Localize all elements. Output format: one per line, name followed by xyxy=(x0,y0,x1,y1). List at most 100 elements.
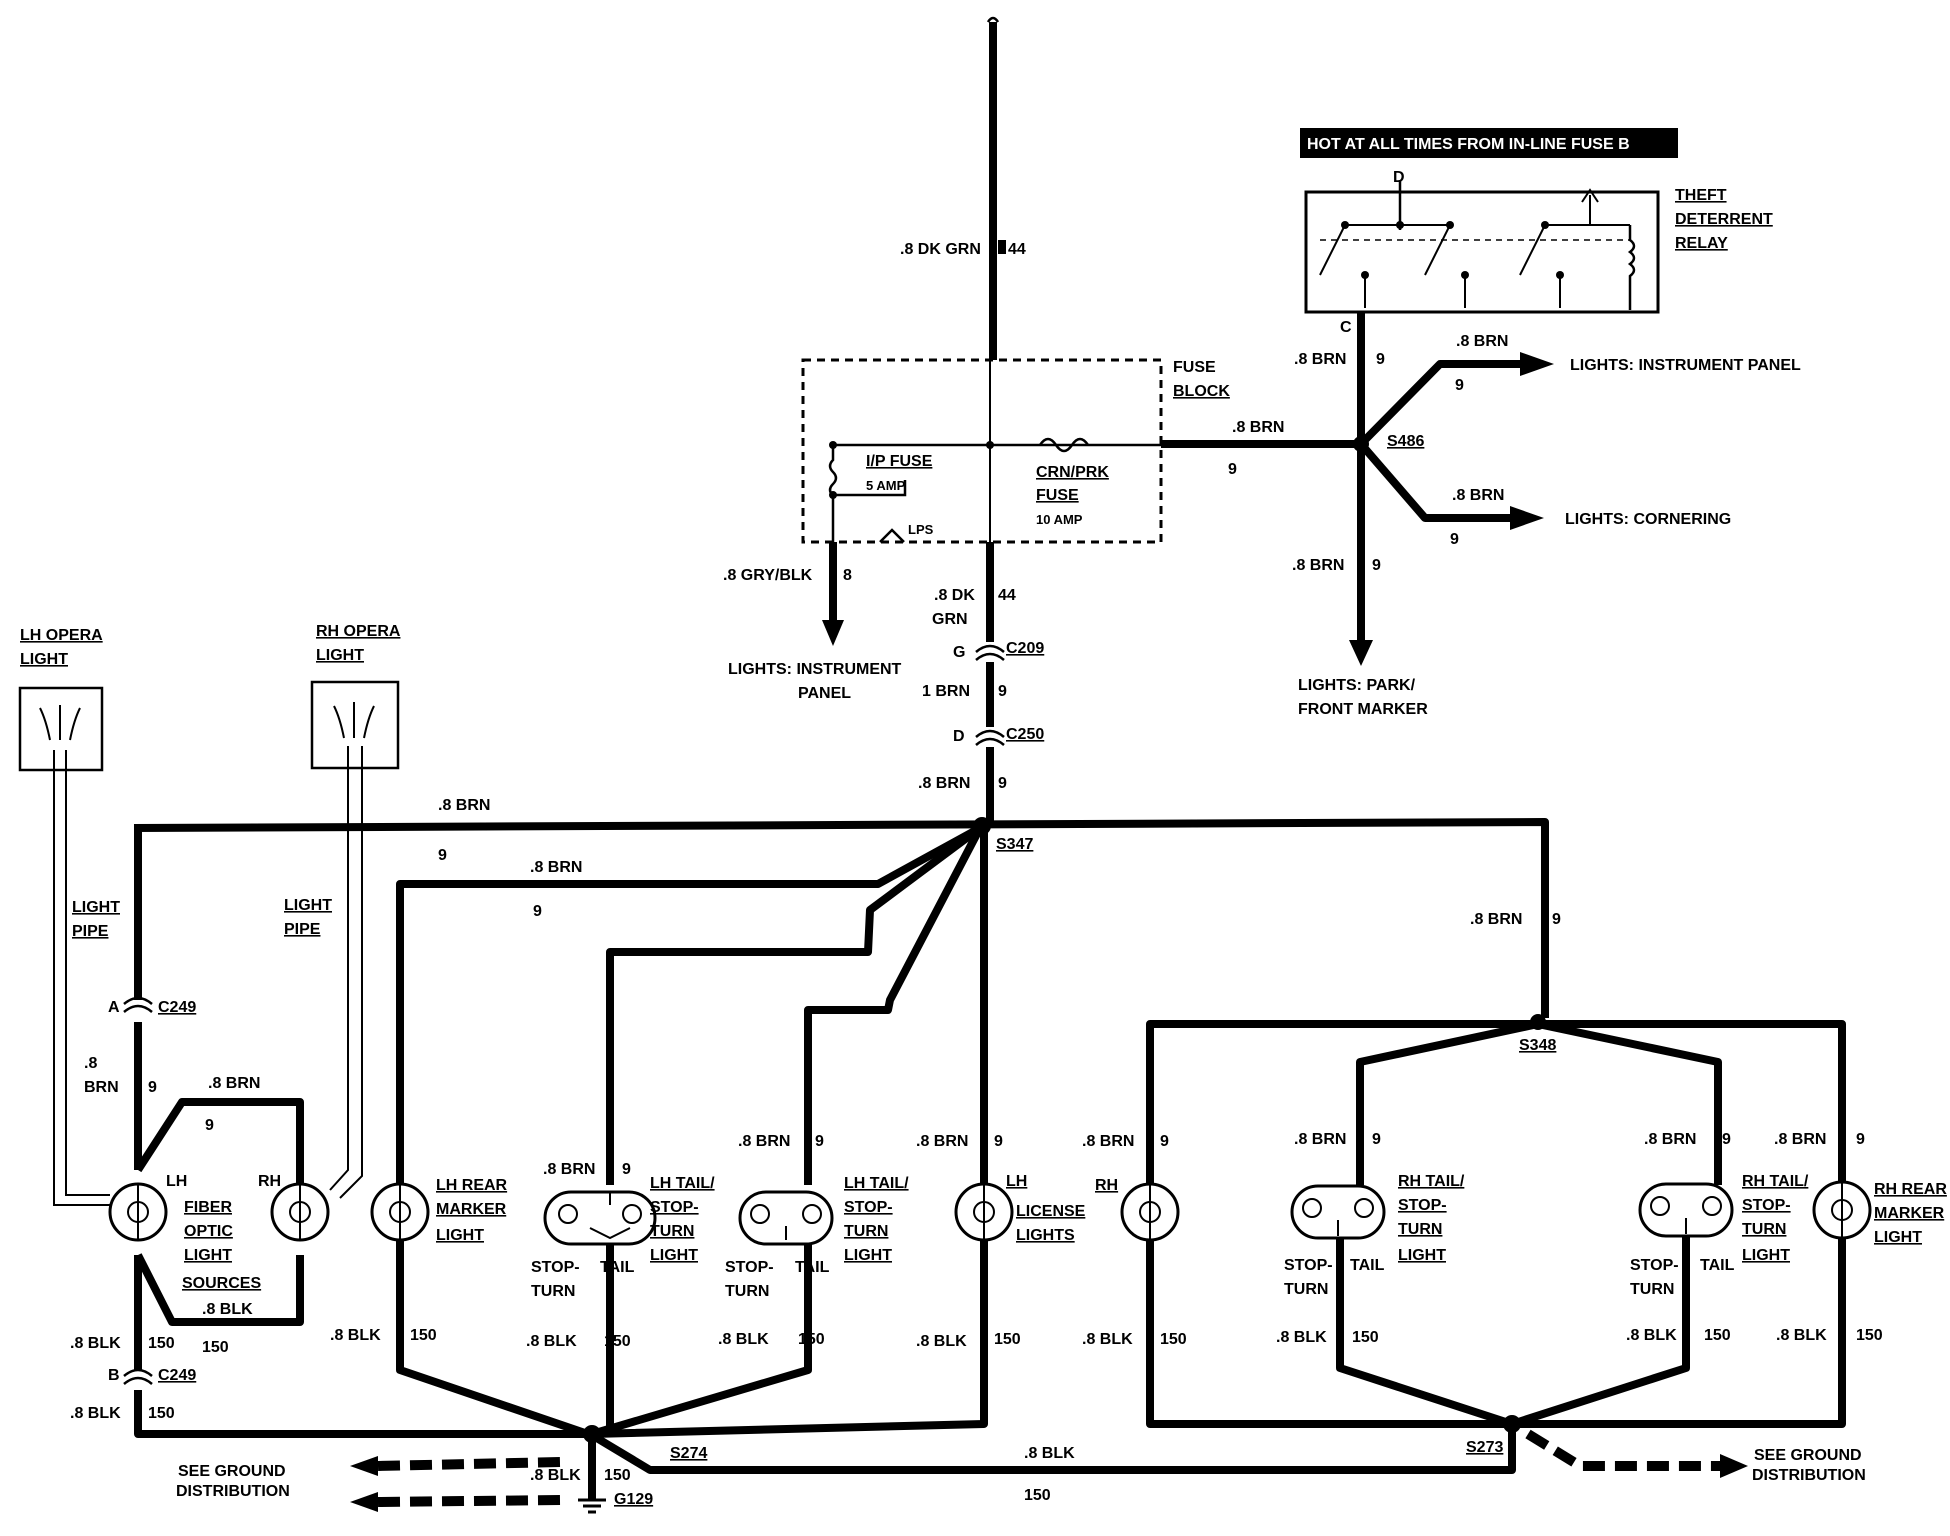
rh-tail-light-1 xyxy=(1290,1184,1386,1240)
arrow-icon xyxy=(1520,352,1554,376)
wire-label-brn-c: .8 BRN xyxy=(1456,333,1508,350)
fiber-lh: LH xyxy=(166,1173,187,1190)
wire-label-brn-e: .8 BRN xyxy=(1452,487,1504,504)
circuit-9-n: 9 xyxy=(815,1133,824,1150)
license-label-1: LICENSE xyxy=(1016,1203,1086,1220)
fuse-block-label-2: BLOCK xyxy=(1173,383,1230,400)
wire-label-brn-p: .8 BRN xyxy=(1644,1131,1696,1148)
wire-label-brn-h: .8 BRN xyxy=(530,859,582,876)
arrow-icon xyxy=(822,620,844,646)
circuit-9-i: 9 xyxy=(533,903,542,920)
s486-label: S486 xyxy=(1387,433,1424,450)
wire-color-marker xyxy=(998,240,1006,254)
wire-label-brn-k: .8 BRN xyxy=(543,1161,595,1178)
rh-rear-marker-light xyxy=(1812,1180,1872,1240)
ground-left-label-2: DISTRIBUTION xyxy=(176,1483,290,1500)
pin-b: B xyxy=(108,1367,120,1384)
wire-label-brn-n: .8 BRN xyxy=(1082,1133,1134,1150)
wire-label-brn-b: .8 BRN xyxy=(1294,351,1346,368)
wire-label-blk-m: .8 BLK xyxy=(530,1467,581,1484)
ground-symbol-icon xyxy=(578,1498,606,1514)
circuit-9-m: 9 xyxy=(622,1161,631,1178)
circuit-9-h: 9 xyxy=(438,847,447,864)
fiber-rh: RH xyxy=(258,1173,281,1190)
relay-label-1: THEFT xyxy=(1675,187,1727,204)
c250-label: C250 xyxy=(1006,726,1044,743)
circuit-150-a: 150 xyxy=(148,1335,175,1352)
rhtail1-label-1: RH TAIL/ xyxy=(1398,1173,1465,1190)
rh-fiber-bulb xyxy=(270,1182,330,1242)
circuit-9-s: 9 xyxy=(1856,1131,1865,1148)
fuse-block xyxy=(801,358,1163,544)
connector-c209 xyxy=(975,644,1005,661)
rhtail1-label-2: STOP- xyxy=(1398,1197,1447,1214)
dest-park-2: FRONT MARKER xyxy=(1298,701,1428,718)
fiber-optic-wires xyxy=(134,1098,304,1425)
rh-opera-label-1: RH OPERA xyxy=(316,623,401,640)
lhrear-label-3: LIGHT xyxy=(436,1227,484,1244)
relay-pin-d: D xyxy=(1393,169,1405,186)
arrow-icon xyxy=(1510,506,1544,530)
wire-label-brn-l: .8 BRN xyxy=(738,1133,790,1150)
fiber-label-4: SOURCES xyxy=(182,1275,261,1292)
wire-label-blk-d: .8 BLK xyxy=(330,1327,381,1344)
s273-label: S273 xyxy=(1466,1439,1503,1456)
relay-label-3: RELAY xyxy=(1675,235,1728,252)
rh-license-rh: RH xyxy=(1095,1177,1118,1194)
circuit-44-b: 44 xyxy=(998,587,1016,604)
wire-label-brn-q: .8 BRN xyxy=(1774,1131,1826,1148)
hot-banner-box xyxy=(1300,128,1678,158)
relay-label-2: DETERRENT xyxy=(1675,211,1773,228)
lhrear-label-2: MARKER xyxy=(436,1201,507,1218)
crn-fuse-label-1: CRN/PRK xyxy=(1036,464,1109,481)
circuit-9-p: 9 xyxy=(1160,1133,1169,1150)
fuse-block-label-1: FUSE xyxy=(1173,359,1216,376)
ip-fuse-label: I/P FUSE xyxy=(866,453,933,470)
wire-label-brn-only: BRN xyxy=(84,1079,119,1096)
wire-label-brn-m: .8 BRN xyxy=(916,1133,968,1150)
rhtail1-stop: STOP- xyxy=(1284,1257,1333,1274)
wire-label-blk-h: .8 BLK xyxy=(1082,1331,1133,1348)
wire-label-blk-g: .8 BLK xyxy=(916,1333,967,1350)
lhtail2-tail: TAIL xyxy=(795,1259,830,1276)
s274-label: S274 xyxy=(670,1445,707,1462)
lhtail2-label-4: LIGHT xyxy=(844,1247,892,1264)
circuit-150-j: 150 xyxy=(1704,1327,1731,1344)
connector-c250 xyxy=(975,729,1005,746)
lhtail2-turn: TURN xyxy=(725,1283,769,1300)
s486-branch-wires xyxy=(1161,312,1520,640)
rhtail1-label-3: TURN xyxy=(1398,1221,1442,1238)
lh-tail-light-1 xyxy=(543,1190,657,1246)
lh-opera-light xyxy=(18,686,104,772)
circuit-9-j: 9 xyxy=(1552,911,1561,928)
rh-pipe-label-1: LIGHT xyxy=(284,897,332,914)
wire-label-dkgrn: .8 DK GRN xyxy=(900,241,981,258)
lhtail1-tail: TAIL xyxy=(600,1259,635,1276)
rhtail1-label-4: LIGHT xyxy=(1398,1247,1446,1264)
circuit-9-g: 9 xyxy=(1372,557,1381,574)
rhtail2-turn: TURN xyxy=(1630,1281,1674,1298)
rhtail2-label-1: RH TAIL/ xyxy=(1742,1173,1809,1190)
wire-label-blk-i: .8 BLK xyxy=(1276,1329,1327,1346)
circuit-150-d: 150 xyxy=(410,1327,437,1344)
top-feed-wire xyxy=(986,16,1000,360)
rhtail2-stop: STOP- xyxy=(1630,1257,1679,1274)
lh-opera-label-2: LIGHT xyxy=(20,651,68,668)
wire-label-blk-b: .8 BLK xyxy=(70,1335,121,1352)
wire-label-brn-d: .8 BRN xyxy=(1232,419,1284,436)
wire-label-grn: GRN xyxy=(932,611,968,628)
wire-label-brn-o: .8 BRN xyxy=(1294,1131,1346,1148)
lhtail2-label-2: STOP- xyxy=(844,1199,893,1216)
ground-wires-s274 xyxy=(134,1240,1516,1500)
circuit-150-k: 150 xyxy=(1856,1327,1883,1344)
circuit-9-l: 9 xyxy=(205,1117,214,1134)
s348-label: S348 xyxy=(1519,1037,1556,1054)
s347-distribution-wires xyxy=(133,817,1549,1185)
circuit-9-o: 9 xyxy=(994,1133,1003,1150)
lh-opera-label-1: LH OPERA xyxy=(20,627,103,644)
circuit-150-l: 150 xyxy=(1024,1487,1051,1504)
lhtail1-turn: TURN xyxy=(531,1283,575,1300)
circuit-9-e: 9 xyxy=(1228,461,1237,478)
circuit-150-g: 150 xyxy=(994,1331,1021,1348)
